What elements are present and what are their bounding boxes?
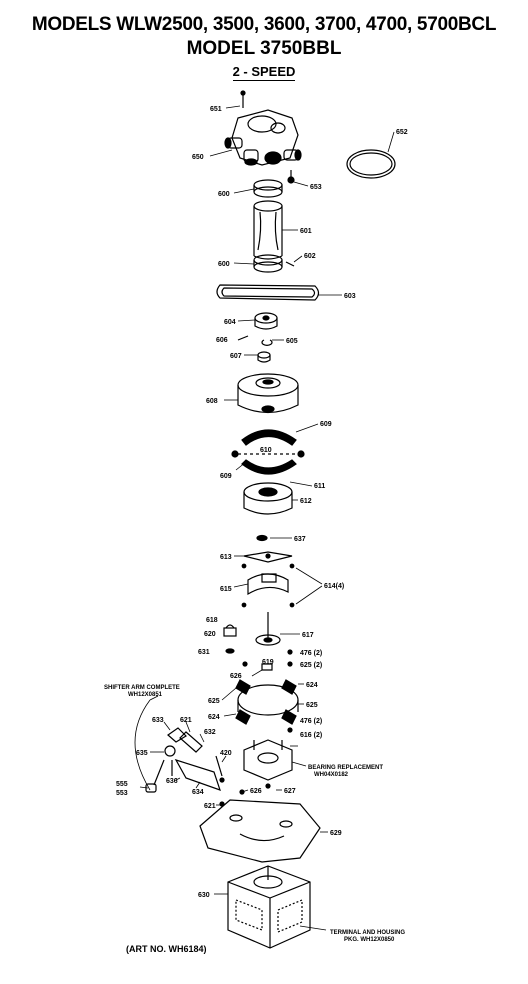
plate-613	[243, 551, 293, 563]
svg-text:PKG. WH12X0850: PKG. WH12X0850	[344, 937, 395, 943]
svg-text:608: 608	[206, 398, 218, 405]
svg-text:625 (2): 625 (2)	[300, 662, 322, 669]
svg-text:605: 605	[286, 338, 298, 345]
svg-text:621: 621	[204, 803, 216, 810]
svg-text:SHIFTER ARM COMPLETE: SHIFTER ARM COMPLETE	[104, 685, 180, 691]
part-602	[285, 261, 295, 267]
svg-text:632: 632	[204, 729, 216, 736]
svg-text:618: 618	[206, 617, 218, 624]
svg-text:TERMINAL AND HOUSING: TERMINAL AND HOUSING	[330, 930, 405, 936]
svg-text:617: 617	[302, 632, 314, 639]
svg-text:629: 629	[330, 830, 342, 837]
svg-text:609: 609	[320, 421, 332, 428]
svg-text:634: 634	[192, 789, 204, 796]
shifter-615	[247, 573, 289, 596]
svg-text:555: 555	[116, 781, 128, 788]
bearing-plate-626	[243, 739, 293, 781]
svg-text:624: 624	[208, 714, 220, 721]
leader-lines	[134, 105, 395, 931]
callout-notes: SHIFTER ARM COMPLETE WH12X0851 BEARING R…	[104, 685, 405, 943]
svg-text:600: 600	[218, 191, 230, 198]
page-subtitle: MODEL 3750BBL	[186, 38, 342, 59]
svg-text:476 (2): 476 (2)	[300, 718, 322, 725]
svg-text:WH12X0851: WH12X0851	[128, 692, 163, 698]
svg-text:606: 606	[216, 337, 228, 344]
svg-text:620: 620	[204, 631, 216, 638]
svg-text:614(4): 614(4)	[324, 583, 344, 590]
shifter-arm-assembly	[145, 727, 225, 793]
speed-label: 2 - SPEED	[232, 64, 296, 81]
svg-text:626: 626	[230, 673, 242, 680]
clamp-600-upper	[253, 179, 283, 198]
svg-text:600: 600	[218, 261, 230, 268]
svg-text:651: 651	[210, 106, 222, 113]
svg-text:602: 602	[304, 253, 316, 260]
svg-text:653: 653	[310, 184, 322, 191]
svg-text:635: 635	[136, 750, 148, 757]
yoke-624-625	[235, 679, 299, 725]
svg-text:616 (2): 616 (2)	[300, 732, 322, 739]
svg-text:612: 612	[300, 498, 312, 505]
svg-text:625: 625	[306, 702, 318, 709]
shaft-617	[255, 612, 281, 646]
motor-630	[227, 865, 311, 949]
tube-601	[253, 200, 283, 260]
svg-text:610: 610	[260, 447, 272, 454]
svg-text:603: 603	[344, 293, 356, 300]
svg-text:619: 619	[262, 659, 274, 666]
svg-text:637: 637	[294, 536, 306, 543]
svg-text:601: 601	[300, 228, 312, 235]
screw-651	[240, 90, 246, 108]
clamp-600-lower	[253, 254, 283, 273]
svg-text:626: 626	[250, 788, 262, 795]
part-606	[237, 335, 249, 341]
mounting-plate-629	[199, 799, 321, 863]
clutch-shoes-609-610	[231, 429, 305, 475]
svg-text:420: 420	[220, 750, 232, 757]
part-619	[261, 663, 273, 671]
pulley-604	[254, 312, 278, 330]
svg-text:615: 615	[220, 586, 232, 593]
svg-text:553: 553	[116, 790, 128, 797]
nut-607	[257, 351, 271, 363]
screws-621-626-627	[219, 783, 271, 807]
svg-text:BEARING REPLACEMENT: BEARING REPLACEMENT	[308, 765, 383, 771]
belt-603	[216, 284, 320, 301]
svg-text:650: 650	[192, 154, 204, 161]
svg-text:625: 625	[208, 698, 220, 705]
svg-text:624: 624	[306, 682, 318, 689]
pulley-608	[237, 373, 299, 414]
pump-housing-650	[224, 109, 302, 166]
part-618-620	[223, 624, 237, 654]
svg-text:476 (2): 476 (2)	[300, 650, 322, 657]
svg-text:627: 627	[284, 788, 296, 795]
screw-653	[287, 170, 295, 184]
ring-652	[346, 149, 396, 179]
screws-614	[241, 563, 295, 608]
clip-605	[261, 339, 273, 346]
washer-637	[256, 534, 268, 542]
part-labels: 651 650 652 653 600 601 600 602 603 604 …	[116, 106, 408, 899]
art-number: (ART NO. WH6184)	[126, 944, 207, 954]
page-title: MODELS WLW2500, 3500, 3600, 3700, 4700, …	[31, 14, 497, 35]
svg-text:636: 636	[166, 778, 178, 785]
svg-text:609: 609	[220, 473, 232, 480]
svg-text:652: 652	[396, 129, 408, 136]
svg-text:607: 607	[230, 353, 242, 360]
svg-text:604: 604	[224, 319, 236, 326]
svg-text:611: 611	[314, 483, 325, 490]
svg-text:WH04X0182: WH04X0182	[314, 772, 349, 778]
svg-text:633: 633	[152, 717, 164, 724]
svg-text:630: 630	[198, 892, 210, 899]
svg-text:613: 613	[220, 554, 232, 561]
svg-text:621: 621	[180, 717, 192, 724]
drum-611-612	[243, 482, 293, 515]
svg-text:631: 631	[198, 649, 210, 656]
